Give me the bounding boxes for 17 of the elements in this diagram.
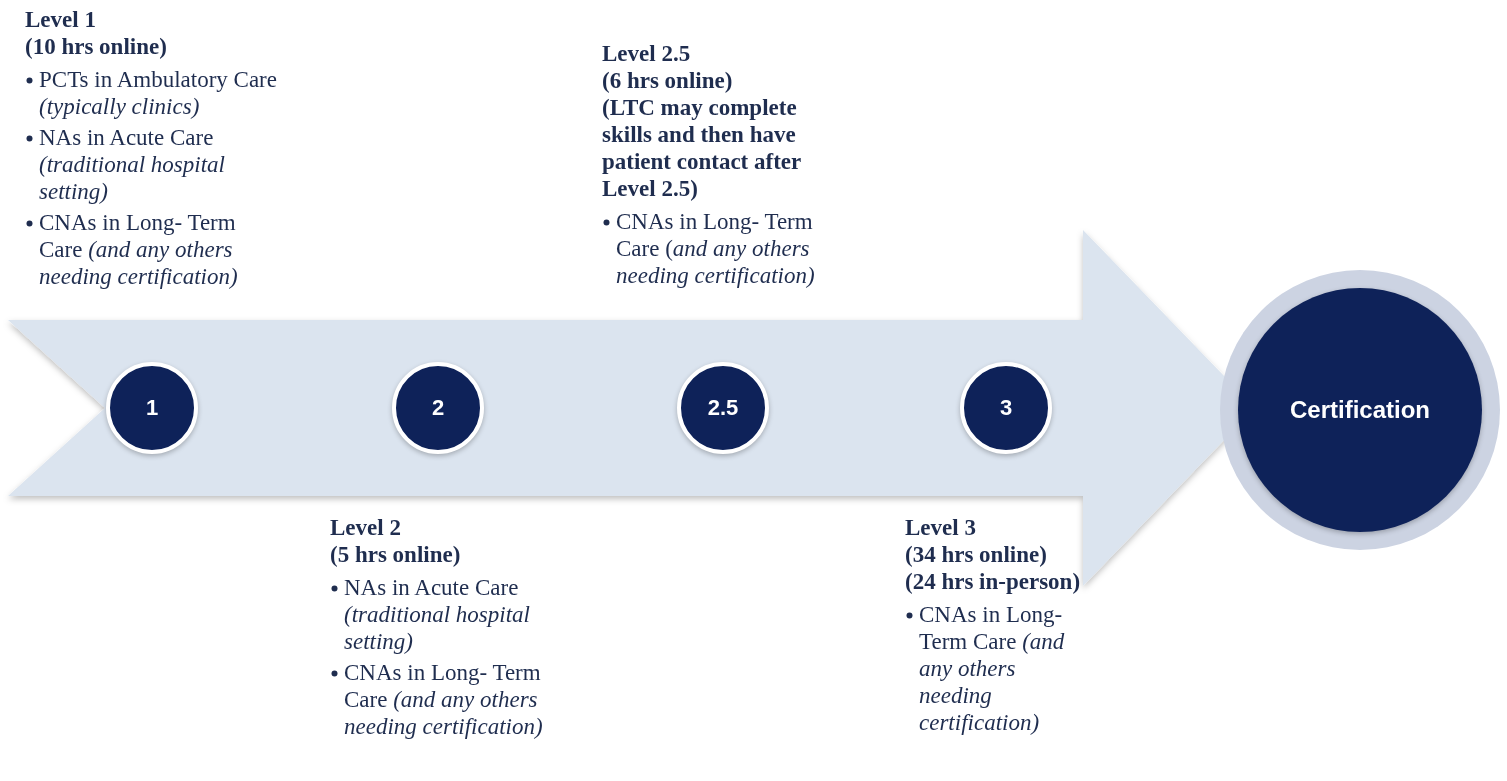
level-heading: (34 hrs online) [905,541,1048,568]
level-heading: (24 hrs in-person) [905,568,1082,595]
role-item: CNAs in Long- Term Care (and any others needing certification) [919,601,1066,736]
level-heading: Level 2.5 [602,40,692,67]
role-item: CNAs in Long- Term Care (and any others needing certification) [616,208,816,289]
level-heading: Level 3 [905,514,977,541]
level-heading: (6 hrs online) [602,67,734,94]
role-item: CNAs in Long- Term Care (and any others needing certification) [39,209,239,290]
level-heading: (5 hrs online) [330,541,462,568]
role-item: NAs in Acute Care (traditional hospital setting) [344,574,531,655]
role-item: CNAs in Long- Term Care (and any others needing certification) [344,659,544,740]
role-item: PCTs in Ambulatory Care (typically clinics) [39,66,278,120]
level-heading: (LTC may complete skills and then have patient contact after Level 2.5) [602,94,802,202]
level-heading: Level 1 [25,6,97,33]
level-heading: Level 2 [330,514,402,541]
level-heading: (10 hrs online) [25,33,168,60]
role-item: NAs in Acute Care (traditional hospital setting) [39,124,226,205]
